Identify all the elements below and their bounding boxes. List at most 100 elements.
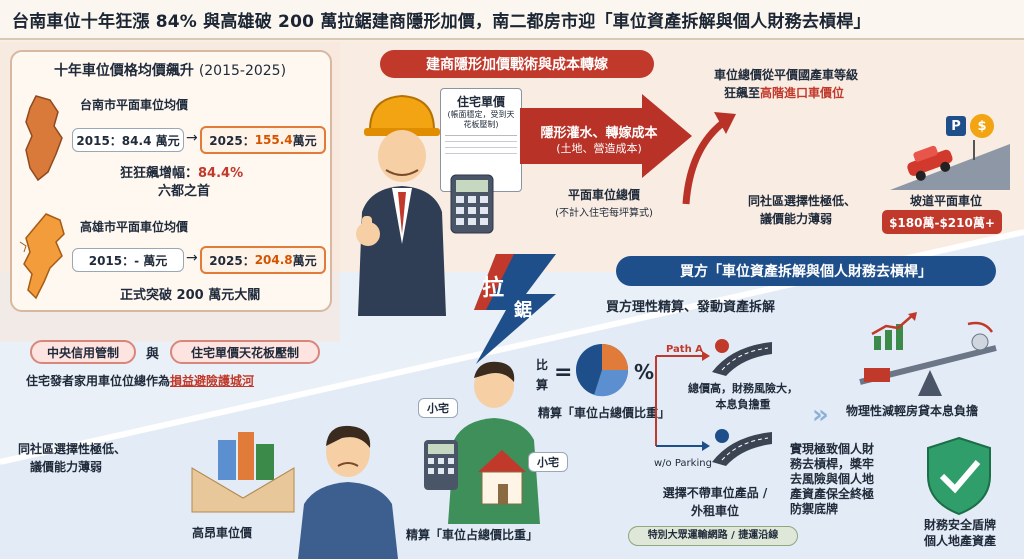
tainan-from: 2015：84.4 萬元: [76, 133, 180, 148]
chevron-right-icon: »: [812, 400, 829, 430]
ramp-car-icon: [890, 140, 1010, 190]
person-tag-2: 小宅: [528, 452, 568, 472]
builder-banner: 建商隱形加價戰術與成本轉嫁: [380, 50, 654, 78]
upgrade-line2: 狂飆至高階進口車價位: [724, 84, 844, 101]
dollar-sign-text: $: [977, 118, 987, 134]
arrow-right-icon: →: [186, 250, 198, 266]
tainan-to-box: 2025： 155.4 萬元: [200, 126, 326, 154]
total-price-label: 平面車位總價: [567, 188, 640, 202]
strategy-prefix: 住宅發者家用車位位總作為: [26, 374, 171, 388]
calc-pct: %: [634, 360, 655, 384]
calculator-icon: [450, 174, 494, 234]
upgrade-prefix: 狂飆至: [724, 86, 761, 100]
sad-line2: 議價能力薄弱: [30, 460, 103, 474]
buyer-banner: 買方「車位資產拆解與個人財務去槓桿」: [616, 256, 996, 286]
arrow-main-text: 隱形灌水、轉嫁成本: [540, 126, 658, 141]
path-a-line2: 本息負擔重: [715, 398, 771, 411]
buyer-person-icon: [424, 361, 540, 524]
path-a-label: Path A: [666, 344, 703, 355]
sad-caption: 高昂車位價: [192, 526, 253, 540]
path-a-line1: 總價高，財務風險大，: [688, 382, 798, 395]
delever-line: 去風險與個人地: [790, 472, 875, 486]
delever-line: 實現極致個人財: [790, 442, 875, 456]
branch-lines: [655, 351, 710, 451]
kaohsiung-to-suffix: 萬元: [292, 253, 317, 268]
strategy-line: 住宅發者家用車位位總作為損益避險護城河: [26, 372, 254, 389]
slope-price: $180萬-$210萬+: [882, 210, 1002, 234]
sad-line1: 同社區選擇性極低、: [18, 442, 127, 456]
tainan-growth-value: 84.4%: [198, 166, 244, 181]
total-price-note: (不計入住宅每坪算式): [555, 208, 653, 219]
parking-sign-icon: P: [946, 116, 966, 136]
kaohsiung-to-prefix: 2025：: [209, 253, 255, 268]
calc-caption: 精算「車位占總價比重」: [538, 406, 671, 420]
kaohsiung-to-value: 204.8: [254, 253, 293, 267]
delever-line: 防禦底牌: [790, 502, 839, 516]
builder-figure-icon: [356, 94, 446, 316]
doc-title: 住宅單價: [456, 95, 505, 109]
reduce-label: 物理性減輕房貸本息負擔: [846, 404, 979, 418]
weak-line2: 議價能力薄弱: [760, 212, 833, 226]
person-caption: 精算「車位占總價比重」: [406, 528, 539, 542]
rising-arrow: [682, 112, 736, 205]
arrow-right-icon: →: [186, 130, 198, 146]
calc-label-2: 算: [536, 378, 549, 392]
dollar-coin-icon: $: [970, 114, 994, 138]
delever-line: 產資產保全終極: [790, 487, 875, 501]
tainan-to-prefix: 2025：: [209, 133, 255, 148]
road-b-icon: [712, 429, 772, 466]
pie-chart-icon: [576, 344, 629, 397]
calc-eq: =: [554, 360, 573, 385]
page-title: 台南車位十年狂漲 84% 與高雄破 200 萬拉鋸建商隱形加價，南二都房市迎「車…: [0, 0, 1024, 40]
envelope-buildings-icon: [191, 432, 295, 513]
delever-line: 務去槓桿，槳牢: [790, 457, 875, 471]
price-ceiling-pill: 住宅單價天花板壓制: [170, 340, 320, 364]
path-b-chip: 特別大眾運輸網路 / 捷運沿線: [628, 526, 798, 546]
and-label: 與: [146, 347, 160, 362]
tainan-from-box: 2015：84.4 萬元: [72, 128, 184, 152]
path-b-tag: w/o Parking: [654, 458, 712, 469]
credit-control-pill: 中央信用管制: [30, 340, 136, 364]
tainan-to-value: 155.4: [254, 133, 293, 147]
parking-sign-text: P: [951, 118, 961, 134]
shield-line1: 財務安全盾牌: [923, 518, 996, 532]
cost-transfer-arrow: [520, 94, 692, 178]
arrow-sub-text: (土地、營造成本): [556, 142, 642, 155]
slope-label: 坡道平面車位: [910, 194, 983, 208]
shield-icon: [927, 436, 991, 516]
doc-note: (帳面穩定，受到天花板壓制): [447, 110, 515, 129]
kaohsiung-from: 2015：- 萬元: [88, 253, 168, 268]
kaohsiung-to-box: 2025： 204.8 萬元: [200, 246, 326, 274]
tainan-growth: 狂狂飆增幅：84.4%: [120, 162, 243, 181]
tainan-map-icon: [25, 95, 63, 182]
shield-line2: 個人地產資產: [923, 534, 996, 548]
tainan-to-suffix: 萬元: [292, 133, 317, 148]
person-tag-1: 小宅: [418, 398, 458, 418]
tainan-label: 台南市平面車位均價: [80, 98, 189, 112]
tainan-growth-prefix: 狂狂飆增幅：: [120, 166, 199, 181]
worried-person-icon: [298, 425, 398, 559]
kaohsiung-map-icon: [19, 213, 65, 300]
weak-line1: 同社區選擇性極低、: [748, 194, 857, 208]
seesaw-icon: [859, 321, 997, 396]
growth-chart-icon: [871, 312, 917, 350]
path-b-line2: 外租車位: [690, 504, 739, 518]
delever-text: 實現極致個人財 務去槓桿，槳牢 去風險與個人地 產資產保全終極 防禦底牌: [790, 442, 910, 517]
tainan-rank: 六都之首: [158, 184, 211, 199]
panel-header: 十年車位價格均價飆升 (2015-2025): [20, 60, 320, 80]
buyer-subtitle: 買方理性精算、發動資產拆解: [606, 300, 776, 315]
tug-pull: 拉: [482, 276, 505, 301]
calc-label-1: 比: [536, 358, 549, 372]
kaohsiung-from-box: 2015：- 萬元: [72, 248, 184, 272]
upgrade-highlight: 高階進口車價位: [760, 86, 845, 100]
panel-header-text: 十年車位價格均價飆升: [53, 63, 194, 79]
panel-header-years: (2015-2025): [198, 63, 287, 79]
doc-lines: [445, 135, 517, 160]
kaohsiung-label: 高雄市平面車位均價: [80, 220, 189, 234]
tug-saw: 鋸: [514, 300, 532, 321]
path-b-line1: 選擇不帶車位產品 /: [662, 486, 768, 500]
upgrade-line1: 車位總價從平價國產車等級: [714, 68, 859, 82]
road-a-icon: [712, 339, 772, 376]
kaohsiung-note: 正式突破 200 萬元大關: [120, 288, 261, 303]
strategy-highlight: 損益避險護城河: [170, 374, 255, 388]
